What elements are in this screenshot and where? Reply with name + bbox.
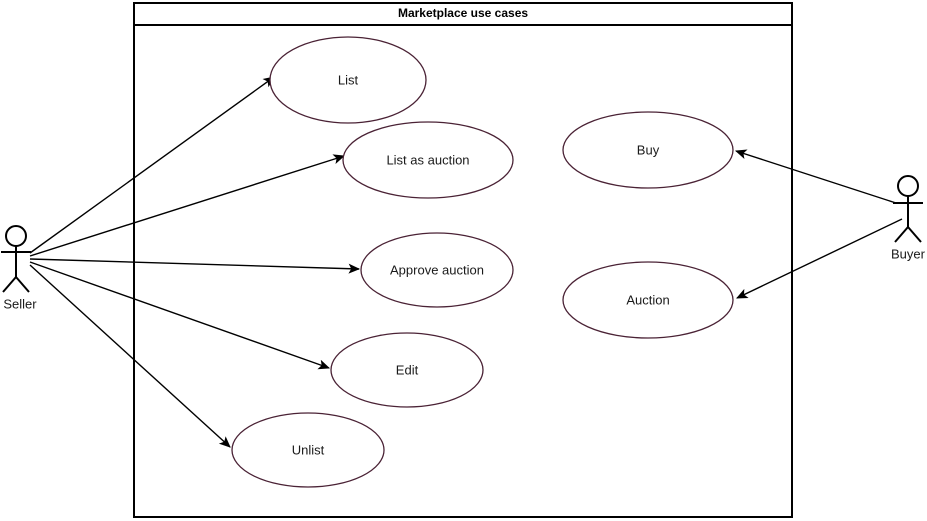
use-case-ellipse-buy[interactable] xyxy=(562,111,734,189)
actor-buyer-leg-right xyxy=(907,226,922,243)
use-case-ellipse-edit[interactable] xyxy=(330,332,484,408)
actor-buyer[interactable]: Buyer xyxy=(891,175,926,261)
use-case-ellipse-auction[interactable] xyxy=(562,261,734,339)
actor-seller-label: Seller xyxy=(3,296,37,311)
system-boundary-title: Marketplace use cases xyxy=(398,6,528,20)
use-case-label-list: List xyxy=(338,72,359,87)
use-case-ellipse-list-as-auction[interactable] xyxy=(342,121,514,199)
use-case-list-as-auction[interactable]: List as auction xyxy=(342,121,514,199)
use-case-list[interactable]: List xyxy=(269,36,427,124)
actor-seller-head xyxy=(5,225,27,247)
actor-buyer-leg-left xyxy=(894,226,909,243)
association-seller-unlist[interactable] xyxy=(29,264,231,448)
use-case-edit[interactable]: Edit xyxy=(330,332,484,408)
association-seller-list-as-auction[interactable] xyxy=(29,154,346,257)
association-buyer-auction[interactable] xyxy=(736,218,903,299)
actor-seller-leg-left xyxy=(2,276,17,293)
use-case-approve-auction[interactable]: Approve auction xyxy=(360,232,514,308)
use-case-label-unlist: Unlist xyxy=(292,442,325,457)
association-seller-approve-auction[interactable] xyxy=(29,258,361,274)
use-case-ellipse-list[interactable] xyxy=(269,36,427,124)
use-case-label-auction: Auction xyxy=(626,292,669,307)
system-boundary: Marketplace use cases xyxy=(133,2,793,518)
use-case-auction[interactable]: Auction xyxy=(562,261,734,339)
association-seller-edit[interactable] xyxy=(29,261,330,370)
use-case-label-edit: Edit xyxy=(396,362,419,377)
actor-buyer-head xyxy=(897,175,919,197)
association-buyer-buy[interactable] xyxy=(735,149,897,204)
use-case-ellipse-unlist[interactable] xyxy=(231,412,385,488)
actor-seller[interactable]: Seller xyxy=(1,225,37,311)
association-seller-list[interactable] xyxy=(29,76,275,254)
use-case-label-approve-auction: Approve auction xyxy=(390,262,484,277)
use-case-buy[interactable]: Buy xyxy=(562,111,734,189)
system-boundary-rect xyxy=(133,2,793,518)
association-connectors xyxy=(29,76,903,448)
actor-buyer-label: Buyer xyxy=(891,246,926,261)
use-case-label-list-as-auction: List as auction xyxy=(386,152,469,167)
use-case-unlist[interactable]: Unlist xyxy=(231,412,385,488)
use-case-ellipse-approve-auction[interactable] xyxy=(360,232,514,308)
actor-seller-leg-right xyxy=(15,276,30,293)
use-case-label-buy: Buy xyxy=(637,142,660,157)
